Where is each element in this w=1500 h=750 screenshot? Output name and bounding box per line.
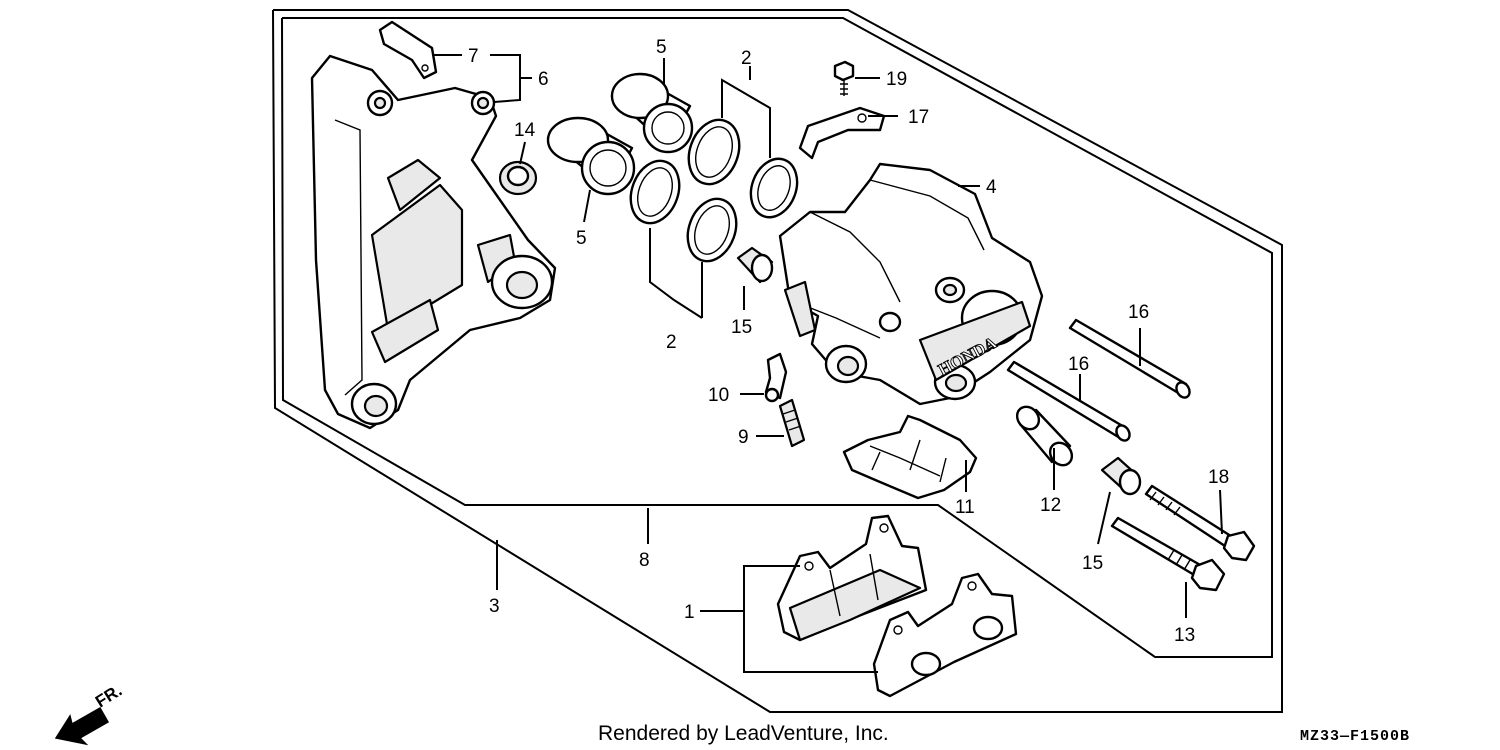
callout-2-upper: 2 [741,48,752,69]
plate-17 [798,106,886,160]
callout-6: 6 [538,69,549,90]
bleeder-parts [764,352,806,448]
callout-19: 19 [886,69,907,90]
leader-lines [432,54,1223,673]
brake-pad-upper [776,514,928,642]
bolt-13 [1110,516,1226,592]
callout-15-upper: 15 [731,317,752,338]
piston-seals [629,118,799,263]
pin-long [1068,318,1191,399]
callout-3: 3 [489,596,500,617]
callout-14: 14 [514,120,536,141]
callout-11: 11 [955,497,975,518]
callout-5-upper: 5 [656,37,667,58]
pin-short [1006,360,1131,442]
group-outline-8 [281,17,1273,658]
piston-lower [546,116,636,196]
direction-label: FR. [92,681,125,712]
front-arrow-icon: FR. [54,681,125,746]
grommet [498,160,538,196]
bolt-19 [833,60,855,96]
callout-1: 1 [684,602,695,623]
diagram-code: MZ33—F1500B [1300,728,1410,745]
callout-labels: 1 2 2 3 4 5 5 6 7 8 9 10 11 12 13 14 15 … [468,37,1229,646]
caliper-bracket [310,54,557,430]
callout-8: 8 [639,550,650,571]
callout-18: 18 [1208,467,1229,488]
callout-12: 12 [1040,495,1061,516]
footer-credit: Rendered by LeadVenture, Inc. [598,722,889,745]
callout-10: 10 [708,385,729,406]
callout-16-upper: 16 [1128,302,1149,323]
piston-upper [610,72,694,154]
callout-15-lower: 15 [1082,553,1103,574]
pin-boot-upper [736,246,774,284]
pin-sleeve [1015,405,1074,467]
pin-boot-lower [1100,456,1142,496]
caliper-body: HONDA [778,162,1044,406]
bracket-clip [378,20,438,80]
bolt-18 [1144,484,1256,562]
group-outline-3 [272,9,1283,713]
callout-2-lower: 2 [666,332,677,353]
pad-spring [842,414,978,500]
brake-pad-lower [872,572,1018,698]
callout-9: 9 [738,427,749,448]
callout-17: 17 [908,107,929,128]
callout-4: 4 [986,177,997,198]
callout-7: 7 [468,46,479,67]
callout-16-lower: 16 [1068,354,1089,375]
callout-13: 13 [1174,625,1195,646]
callout-5-lower: 5 [576,228,587,249]
